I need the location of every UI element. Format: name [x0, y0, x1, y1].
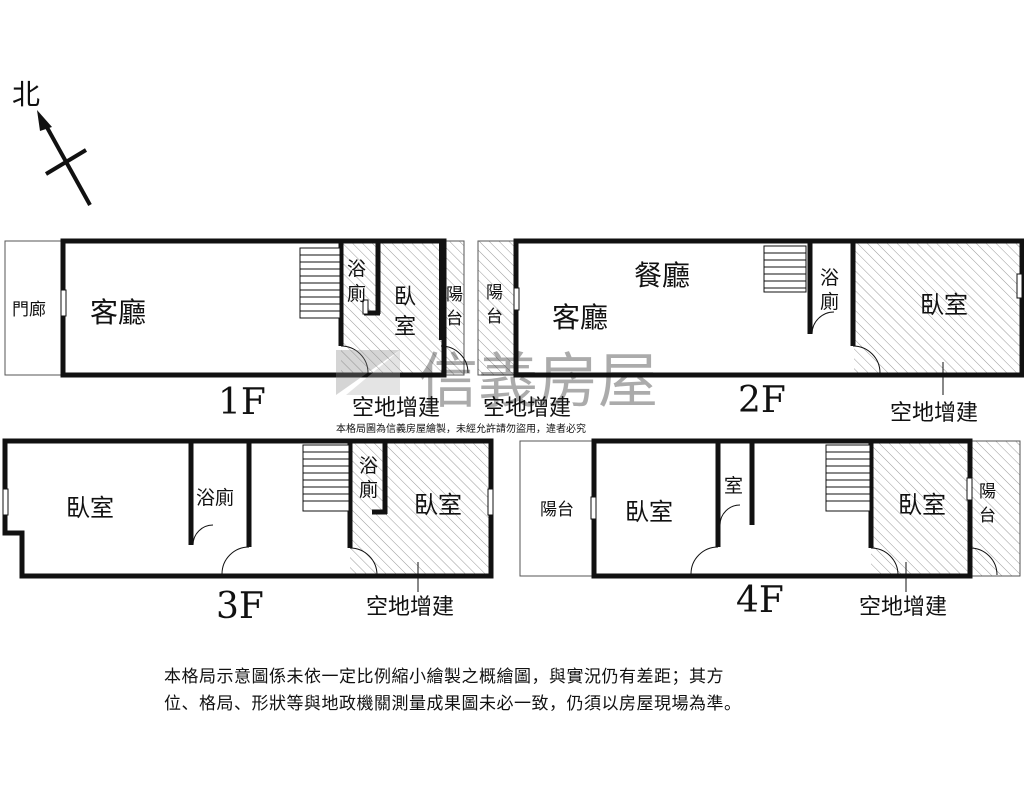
door-swing-icon: [690, 546, 719, 575]
door-icon: [60, 289, 67, 317]
floor-4f: [519, 438, 1021, 579]
room-porch: 門廊: [12, 300, 46, 320]
door-swing-icon: [192, 524, 214, 546]
door-swing-icon: [811, 311, 835, 335]
disclaimer-note: 本格局示意圖係未依一定比例縮小繪製之概繪圖，與實況仍有差距；其方 位、格局、形狀…: [164, 664, 904, 718]
room-balcony-4f-left: 陽台: [540, 500, 574, 520]
room-small-4f: 室: [724, 475, 743, 497]
window-icon: [1016, 273, 1023, 299]
room-bath-3f-left: 浴廁: [196, 486, 234, 509]
watermark-brand: 信義房屋: [418, 347, 658, 417]
room-balcony-2f-b: 台: [486, 307, 503, 327]
room-bath-2f-a: 浴: [820, 267, 839, 289]
annex-hatch: [854, 243, 1022, 373]
room-bath-3f-right-b: 廁: [359, 478, 378, 501]
floor-1f: [4, 238, 469, 378]
room-bedroom-1f-b: 室: [394, 315, 416, 340]
floor-label-2f: 2F: [738, 380, 786, 421]
room-bath-3f-right-a: 浴: [359, 455, 378, 477]
floor-2f: [477, 238, 1024, 378]
door-swing-icon: [870, 547, 899, 576]
room-bedroom-2f: 臥室: [920, 291, 968, 319]
room-dining-2f: 餐廳: [634, 259, 690, 292]
balcony-area: [477, 240, 517, 376]
staircase-icon: [302, 444, 350, 512]
window-icon: [487, 488, 494, 516]
room-bedroom-3f-left: 臥室: [66, 494, 114, 522]
window-icon: [2, 488, 9, 516]
room-bedroom-3f-right: 臥室: [414, 491, 462, 519]
floor-label-1f: 1F: [218, 382, 266, 423]
staircase-icon: [763, 245, 807, 293]
room-balcony-1f-a: 陽: [446, 285, 463, 305]
room-balcony-4f-right-a: 陽: [979, 482, 996, 502]
annex-label-1f: 空地增建: [352, 396, 440, 421]
room-bath-1f-a: 浴: [347, 258, 366, 280]
door-swing-icon: [969, 547, 998, 576]
window-icon: [362, 299, 369, 315]
annex-label-3f: 空地增建: [366, 595, 454, 620]
room-bedroom-4f-right: 臥室: [898, 491, 946, 519]
door-swing-icon: [440, 345, 469, 374]
disclaimer-line-2: 位、格局、形狀等與地政機關測量成果圖未必一致，仍須以房屋現場為準。: [164, 694, 742, 714]
room-living-2f: 客廳: [552, 301, 608, 334]
room-balcony-2f-a: 陽: [486, 283, 503, 303]
door-swing-icon: [221, 546, 250, 575]
window-icon: [966, 477, 973, 501]
annex-label-2f-left: 空地增建: [483, 396, 571, 421]
door-icon: [590, 496, 597, 520]
door-swing-icon: [852, 345, 881, 374]
annex-hatch: [341, 243, 443, 373]
floor-3f-outline: [2, 438, 494, 579]
room-balcony-4f-right-b: 台: [979, 506, 996, 526]
room-bedroom-4f-left: 臥室: [625, 498, 673, 526]
door-swing-icon: [349, 547, 378, 576]
annex-hatch: [871, 443, 970, 574]
room-bath-1f-b: 廁: [347, 282, 366, 305]
floor-3f: [2, 438, 494, 579]
brand-logo-icon: [336, 350, 400, 395]
north-arrow-icon: [37, 110, 92, 206]
staircase-icon: [299, 247, 341, 319]
door-swing-icon: [340, 345, 369, 374]
door-icon: [513, 287, 520, 311]
floor-label-4f: 4F: [736, 580, 784, 621]
brand-watermark: 信義房屋: [336, 347, 658, 417]
balcony-area: [969, 440, 1021, 577]
watermark-caption: 本格局圖為信義房屋繪製，未經允許請勿盜用，違者必究: [336, 422, 586, 435]
north-label: 北: [12, 78, 40, 111]
room-bedroom-1f-a: 臥: [394, 285, 416, 310]
staircase-icon: [825, 444, 871, 512]
room-bath-2f-b: 廁: [820, 290, 839, 313]
floor-label-3f: 3F: [216, 586, 264, 627]
annex-label-2f-right: 空地增建: [890, 401, 978, 426]
room-balcony-1f-b: 台: [446, 309, 463, 329]
disclaimer-line-1: 本格局示意圖係未依一定比例縮小繪製之概繪圖，與實況仍有差距；其方: [164, 667, 724, 687]
door-swing-icon: [719, 504, 741, 526]
room-living-1f: 客廳: [90, 296, 146, 329]
annex-label-4f: 空地增建: [859, 595, 947, 620]
